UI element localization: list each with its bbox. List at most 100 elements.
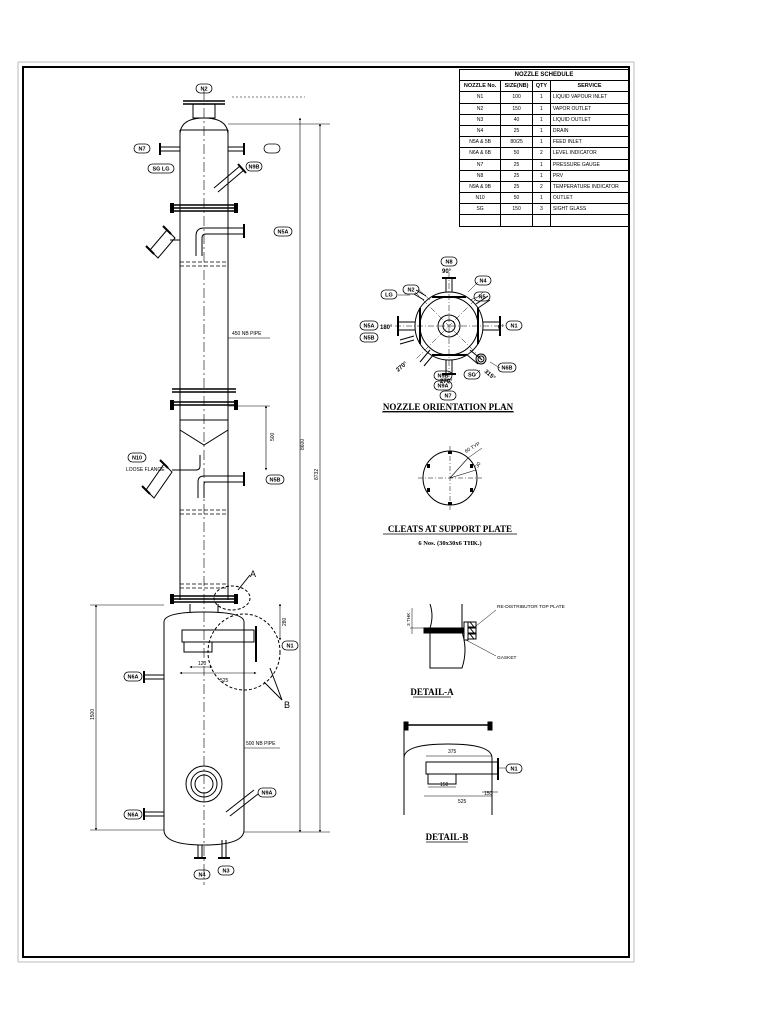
cell-service: PRV [549,169,630,182]
tag-n4-elev: N4 [193,869,211,880]
cleats-60typ: 60 TYP [464,441,482,455]
tag-n5b-elev: N5B [265,474,285,485]
angle-270: 270° [440,379,453,385]
loose-flange-note: LOOSE FLANGE [126,467,165,473]
tag-n9b-elev: N9B [245,161,263,172]
cell-service: LIQUID OUTLET [549,113,630,126]
tag-n8-elev [263,143,281,154]
angle-180: 180° [380,325,393,331]
tag-n2-text: N2 [200,87,207,93]
cell-nozzle [458,214,502,227]
cell-service: DRAIN [549,124,630,138]
cell-nozzle: N5A & 5B [458,136,502,149]
detail-b-150b: 150 [484,791,493,797]
tag-n2-elev: N2 [195,83,213,94]
orientation-tags: N8 N4 N5 N2 LG N5A N5B N1 N9B N9A N6B SG… [359,256,523,401]
cell-qty [531,214,551,227]
detail-b-title: DETAIL-B [426,832,469,842]
column-elevation [90,90,330,885]
tag-n5b-text: N5B [269,478,280,484]
cell-qty: 2 [531,147,551,160]
cell-qty: 1 [531,169,551,182]
detail-b-notes: 375 150 150 525 [440,749,493,805]
cell-service: FEED INLET [549,136,630,149]
tag-n3-text: N3 [222,869,229,875]
cell-service: OUTLET [549,192,630,205]
cell-nozzle: N7 [458,158,502,171]
tag-n5a-text: N5A [277,230,288,236]
dim-280: 280 [282,617,288,626]
cell-size: 100 [500,91,533,104]
cell-qty: 2 [531,180,551,194]
detail-a-view [410,603,497,669]
plan-tag-n5a: N5A [363,324,374,330]
tag-n4-text: N4 [198,873,206,879]
dim-120: 120 [198,661,207,667]
cell-nozzle: N2 [458,102,502,115]
cleats-30: 30 [475,461,483,469]
cell-size: 150 [500,203,533,216]
cell-size: 40 [500,113,533,126]
cell-service: TEMPERATURE INDICATOR [549,180,630,194]
detail-a-plate-label: RE-DISTRIBUTOR TOP PLATE [497,604,565,610]
plan-tag-n6b: N6B [501,366,512,372]
tag-sglg-text: SG LG [152,167,169,173]
tag-n6a-low-text: N6A [127,813,138,819]
tag-n5a-elev: N5A [273,226,293,237]
plan-tag-n5b: N5B [363,336,374,342]
col-qty: QTY [531,80,551,93]
nozzle-schedule-table: NOZZLE SCHEDULE NOZZLE No. SIZE(NB) QTY … [458,68,630,227]
cell-size: 25 [500,180,533,194]
cell-qty: 1 [531,158,551,171]
callout-b: B [284,700,290,710]
cell-nozzle: SG [458,203,502,216]
cell-nozzle: N10 [458,192,502,205]
tag-sglg-elev: SG LG [147,163,175,174]
col-size: SIZE(NB) [500,80,533,93]
tag-n6a-low-elev: N6A [123,809,143,820]
cell-nozzle: N8 [458,169,502,182]
plan-tag-n4: N4 [479,279,487,285]
nozzle-schedule-title: NOZZLE SCHEDULE [459,68,629,82]
cell-size: 50 [500,192,533,205]
drawing-border [22,66,630,958]
plan-tag-n9a: N9A [437,384,448,390]
dim-8600: 8600 [300,439,306,450]
cell-nozzle: N9A & 9B [458,180,502,194]
cell-nozzle: N3 [458,113,502,126]
orientation-plan [395,272,503,384]
detail-b-525: 525 [458,799,467,805]
cell-size: 80/25 [500,136,533,149]
plan-tag-n1: N1 [510,324,517,330]
cell-size: 50 [500,147,533,160]
tag-n6a-text: N6A [127,675,138,681]
cell-size: 25 [500,158,533,171]
cell-qty: 1 [531,136,551,149]
detail-a-title: DETAIL-A [410,687,454,697]
cell-qty: 1 [531,113,551,126]
tag-n9a-text: N9A [261,791,272,797]
dim-500: 500 [270,432,276,441]
tag-n1-text: N1 [286,644,293,650]
cell-nozzle: N1 [458,91,502,104]
pipe-note-top: 450 NB PIPE [232,331,262,337]
cleats-subtitle: 6 Nos. (30x30x6 THK.) [418,540,481,547]
detail-a-thk-label: 3 THK [406,612,412,626]
col-service: SERVICE [549,80,630,93]
cell-qty: 3 [531,203,551,216]
dim-8732: 8732 [314,469,320,480]
cell-qty: 1 [531,192,551,205]
plan-tag-n8: N8 [445,260,452,266]
